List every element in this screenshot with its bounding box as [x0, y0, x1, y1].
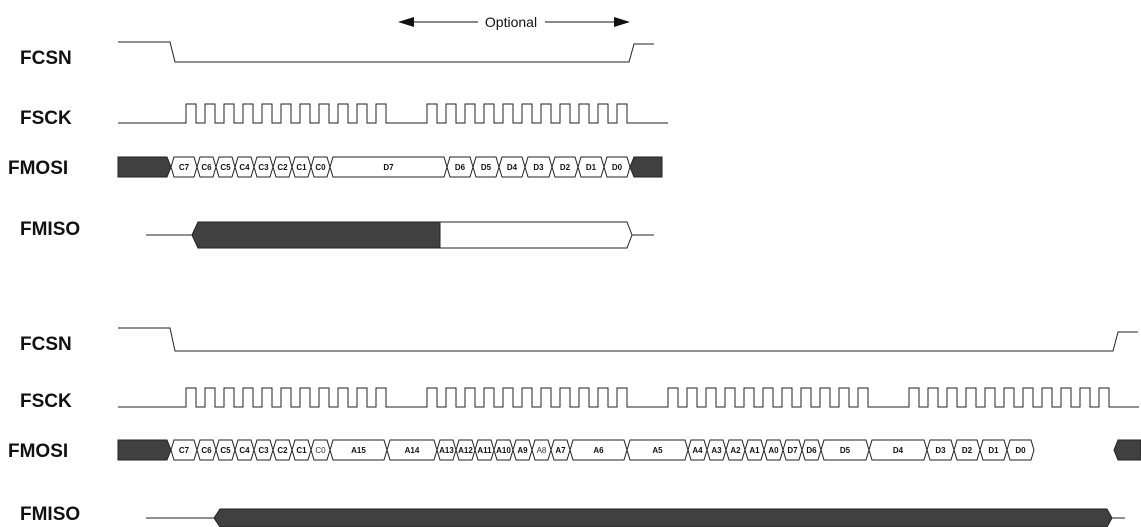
fmosi-waveform: C7 C6 C5 C4 C3 C2 C1 C0 D7 D6 D5 D4 D3 D2 D1 D0 — [117, 156, 663, 178]
bus-cell — [1006, 439, 1035, 461]
bus-cell-label: D2 — [560, 163, 571, 172]
diagram-2-labels: FCSN FSCK FMOSI FMISO — [8, 334, 80, 525]
bus-cell-label: A10 — [496, 446, 511, 455]
bus-cell-label: D1 — [586, 163, 597, 172]
bus-cell-label: C2 — [277, 446, 288, 455]
arrow-right-icon — [614, 17, 630, 27]
label-fcsn: FCSN — [20, 48, 72, 69]
bus-cell-label: A1 — [749, 446, 760, 455]
bus-cell-label: A9 — [517, 446, 528, 455]
bus-cell-label: D2 — [962, 446, 973, 455]
bus-cell-label: C2 — [277, 163, 288, 172]
fmiso-dark-segment — [191, 221, 441, 249]
bus-cell-label: D5 — [840, 446, 851, 455]
optional-annotation: Optional — [398, 14, 630, 30]
bus-cell-label: C4 — [239, 446, 250, 455]
bus-cell-label: D4 — [893, 446, 904, 455]
bus-cell-label: A0 — [768, 446, 779, 455]
fsck-waveform — [118, 103, 668, 124]
bus-cell-label: D6 — [455, 163, 466, 172]
bus-cell-label: D5 — [481, 163, 492, 172]
label-fmosi: FMOSI — [8, 158, 68, 179]
label-fsck: FSCK — [20, 391, 72, 412]
bus-cell-label: D6 — [806, 446, 817, 455]
fmosi-idle-block — [629, 156, 663, 178]
bus-cell-label: C0 — [315, 446, 326, 455]
bus-cell-label: A13 — [439, 446, 454, 455]
bus-cell-label: C4 — [239, 163, 250, 172]
bus-cell-label: C0 — [315, 163, 326, 172]
diagram-1-labels: FCSN FSCK FMOSI FMISO — [8, 48, 80, 240]
bus-cell-label: A3 — [711, 446, 722, 455]
bus-cell-label: D3 — [533, 163, 544, 172]
bus-cell-label: D0 — [1015, 446, 1026, 455]
fmosi-idle-block — [117, 439, 172, 461]
bus-cell-label: C7 — [179, 446, 190, 455]
bus-cell-label: D1 — [988, 446, 999, 455]
bus-cell-label: A2 — [730, 446, 741, 455]
bus-cell-label: A8 — [537, 446, 547, 455]
bus-cell-label: A14 — [405, 446, 420, 455]
bus-cell-label: A4 — [692, 446, 703, 455]
bus-cell-label: D4 — [507, 163, 518, 172]
label-fcsn: FCSN — [20, 334, 72, 355]
label-fmiso: FMISO — [20, 219, 80, 240]
bus-cell-label: C5 — [220, 163, 231, 172]
bus-cell-label: D7 — [787, 446, 798, 455]
bus-cell-label: C3 — [258, 163, 269, 172]
bus-cell-label: C5 — [220, 446, 231, 455]
bus-cell-label: A12 — [458, 446, 473, 455]
bus-cell-label: D7 — [383, 163, 394, 172]
bus-cell-label: C3 — [258, 446, 269, 455]
bus-cell-label: D0 — [612, 163, 623, 172]
fmiso-waveform — [146, 221, 654, 249]
fmosi-idle-block — [117, 156, 172, 178]
bus-cell-label: C7 — [179, 163, 190, 172]
label-fmosi: FMOSI — [8, 441, 68, 462]
bus-cell-label: D3 — [935, 446, 946, 455]
bus-cell-label: A6 — [593, 446, 604, 455]
bus-cell — [603, 156, 631, 178]
bus-cell-label: C1 — [296, 163, 307, 172]
optional-label: Optional — [485, 14, 537, 30]
fsck-waveform — [118, 387, 1139, 408]
bus-cell-label: A7 — [555, 446, 566, 455]
fmiso-waveform — [146, 508, 1125, 527]
fcsn-waveform — [118, 327, 1138, 352]
bus-cell-label: C1 — [296, 446, 307, 455]
arrow-left-icon — [398, 17, 414, 27]
fmiso-dark-segment — [213, 508, 1113, 527]
bus-cell-label: C6 — [201, 163, 212, 172]
bus-cell-label: A5 — [652, 446, 663, 455]
label-fmiso: FMISO — [20, 504, 80, 525]
bus-cell-label: A15 — [351, 446, 366, 455]
fcsn-waveform — [118, 41, 654, 63]
label-fsck: FSCK — [20, 108, 72, 129]
bus-cell-label: C6 — [201, 446, 212, 455]
fmosi-waveform: C7 C6 C5 C4 C3 C2 C1 C0 A15 A14 A13 A12 A11 A10 A9 A8 A7… — [117, 439, 1141, 461]
bus-cell-label: A11 — [477, 446, 492, 455]
fmiso-data-segment — [439, 221, 633, 249]
fmosi-idle-block — [1113, 439, 1141, 461]
